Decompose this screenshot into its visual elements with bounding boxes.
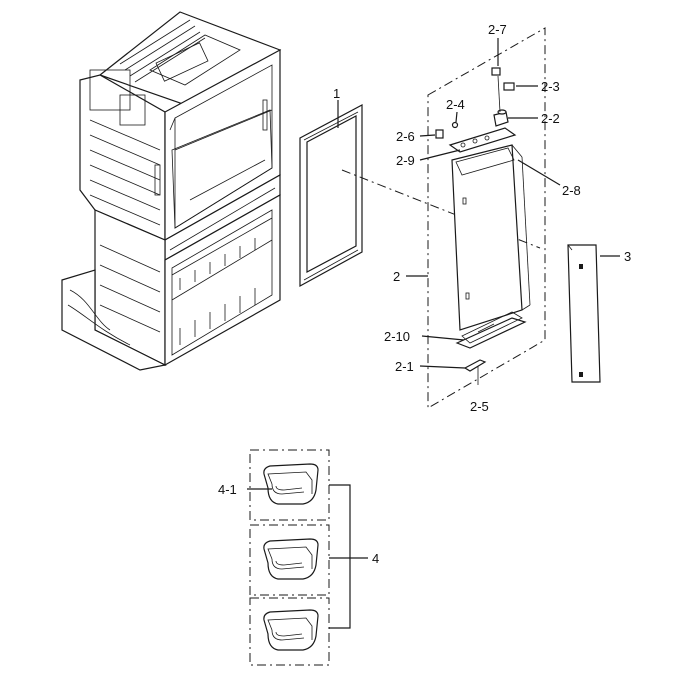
part-2-7 (491, 67, 501, 76)
callout-2-4: 2-4 (446, 97, 465, 112)
callout-2-8: 2-8 (562, 183, 581, 198)
callout-2-9: 2-9 (396, 153, 415, 168)
callout-2: 2 (393, 269, 400, 284)
callout-2-5: 2-5 (470, 399, 489, 414)
callout-2-3: 2-3 (541, 79, 560, 94)
part-2-6 (435, 129, 444, 139)
door-bin-1 (263, 463, 319, 505)
callout-4-1: 4-1 (218, 482, 237, 497)
handle-part-3 (567, 244, 601, 383)
refrigerator-cabinet (61, 11, 282, 371)
callout-2-1: 2-1 (395, 359, 414, 374)
callout-2-2: 2-2 (541, 111, 560, 126)
door-assembly-boundary (427, 27, 546, 409)
callout-2-7: 2-7 (488, 22, 507, 37)
bin-box-3 (249, 597, 330, 666)
callout-1: 1 (333, 86, 340, 101)
part-2-4 (451, 121, 459, 129)
callout-3: 3 (624, 249, 631, 264)
callout-2-6: 2-6 (396, 129, 415, 144)
door-bin-2 (263, 538, 319, 580)
bin-group-bracket (329, 484, 351, 629)
part-2-3 (503, 82, 515, 91)
door-bin-3 (263, 609, 319, 651)
callout-4: 4 (372, 551, 379, 566)
door-part-2 (448, 127, 531, 349)
callout-labels: 1 2-7 2-3 2-2 2-4 2-6 2-9 2-8 2 2-10 2-1… (218, 22, 631, 566)
hinge-parts (435, 67, 515, 385)
leader-lines (247, 38, 620, 559)
part-2-1 (463, 359, 487, 372)
door-gasket-part-1 (299, 104, 363, 288)
bin-box-2 (249, 524, 330, 596)
callout-2-10: 2-10 (384, 329, 410, 344)
